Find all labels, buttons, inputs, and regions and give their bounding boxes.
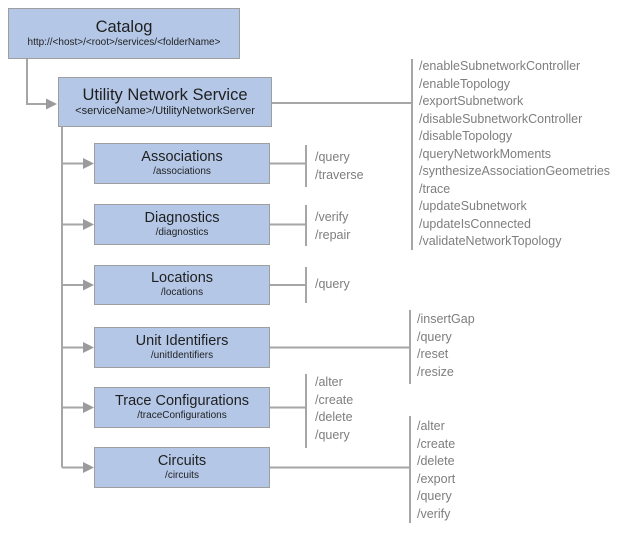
- op-item: /enableSubnetworkController: [419, 59, 581, 73]
- op-item: /enableTopology: [419, 76, 511, 91]
- node-circuits: Circuits /circuits: [94, 447, 270, 488]
- arrowhead-icon: [83, 462, 94, 473]
- op-item: /verify: [315, 210, 349, 224]
- op-item: /alter: [315, 375, 343, 389]
- node-diagnostics-title: Diagnostics: [144, 209, 220, 226]
- ops-list-circuits: /alter /create /delete /export /query /v…: [417, 418, 455, 523]
- node-associations: Associations /associations: [94, 143, 270, 184]
- node-catalog: Catalog http://<host>/<root>/services/<f…: [8, 8, 240, 59]
- op-item: /updateIsConnected: [419, 216, 531, 231]
- arrowhead-icon: [83, 158, 94, 169]
- op-item: /disableSubnetworkController: [419, 111, 583, 126]
- connector-branch-circuits: [62, 462, 94, 473]
- op-item: /validateNetworkTopology: [419, 234, 562, 248]
- connector-branch-associations: [62, 158, 94, 169]
- node-locations-title: Locations: [150, 270, 214, 287]
- node-utility-network-service: Utility Network Service <serviceName>/Ut…: [58, 77, 272, 127]
- op-item: /query: [417, 489, 452, 503]
- node-unit-identifiers-subtitle: /unitIdentifiers: [150, 349, 214, 361]
- op-item: /resize: [417, 364, 454, 379]
- node-locations: Locations /locations: [94, 265, 270, 305]
- connector-unit-identifiers-ops: [270, 310, 411, 384]
- node-circuits-title: Circuits: [157, 452, 207, 469]
- node-unit-identifiers: Unit Identifiers /unitIdentifiers: [94, 327, 270, 368]
- connector-circuits-ops: [270, 416, 411, 523]
- op-item: /disableTopology: [419, 129, 513, 143]
- op-item: /alter: [417, 419, 445, 433]
- connector-branch-diagnostics: [62, 219, 94, 230]
- op-item: /delete: [417, 454, 455, 468]
- op-item: /updateSubnetwork: [419, 199, 527, 213]
- node-catalog-subtitle: http://<host>/<root>/services/<folderNam…: [27, 36, 221, 48]
- op-item: /traverse: [315, 167, 364, 182]
- node-utility-network-service-subtitle: <serviceName>/UtilityNetworkServer: [75, 104, 255, 117]
- arrowhead-icon: [83, 402, 94, 413]
- op-item: /delete: [315, 410, 353, 424]
- op-item: /exportSubnetwork: [419, 94, 524, 108]
- op-item: /queryNetworkMoments: [419, 146, 551, 161]
- connector-trace-configurations-ops: [270, 374, 307, 448]
- ops-list-utility-network-service: /enableSubnetworkController /enableTopol…: [419, 58, 610, 251]
- arrowhead-icon: [46, 98, 57, 110]
- op-item: /repair: [315, 227, 351, 242]
- arrowhead-icon: [83, 219, 94, 230]
- connector-branch-trace-configurations: [62, 402, 94, 413]
- node-diagnostics-subtitle: /diagnostics: [155, 226, 209, 238]
- node-circuits-subtitle: /circuits: [165, 469, 199, 481]
- connector-diagnostics-ops: [270, 205, 307, 246]
- ops-list-trace-configurations: /alter /create /delete /query: [315, 374, 353, 444]
- arrowhead-icon: [83, 342, 94, 353]
- connector-associations-ops: [270, 145, 307, 187]
- ops-list-associations: /query /traverse: [315, 149, 364, 184]
- node-unit-identifiers-title: Unit Identifiers: [135, 332, 229, 349]
- connector-locations-ops: [270, 267, 307, 303]
- ops-list-diagnostics: /verify /repair: [315, 209, 350, 244]
- node-catalog-title: Catalog: [95, 17, 153, 36]
- node-associations-title: Associations: [141, 148, 223, 165]
- connector-branch-locations: [62, 279, 94, 291]
- node-trace-configurations-title: Trace Configurations: [114, 392, 250, 409]
- op-item: /query: [315, 427, 350, 442]
- op-item: /reset: [417, 347, 449, 361]
- node-trace-configurations: Trace Configurations /traceConfiguration…: [94, 387, 270, 428]
- node-diagnostics: Diagnostics /diagnostics: [94, 204, 270, 245]
- op-item: /create: [315, 392, 354, 407]
- arrowhead-icon: [83, 279, 94, 291]
- connector-branch-unit-identifiers: [62, 342, 94, 353]
- op-item: /query: [417, 329, 452, 344]
- op-item: /synthesizeAssociationGeometries: [419, 164, 611, 178]
- op-item: /query: [315, 277, 350, 291]
- op-item: /trace: [419, 181, 451, 196]
- op-item: /create: [417, 436, 456, 451]
- op-item: /export: [417, 471, 456, 486]
- ops-list-unit-identifiers: /insertGap /query /reset /resize: [417, 311, 475, 381]
- node-utility-network-service-title: Utility Network Service: [82, 85, 248, 104]
- ops-list-locations: /query: [315, 276, 350, 294]
- connector-service-ops: [272, 59, 413, 250]
- op-item: /query: [315, 150, 350, 164]
- op-item: /insertGap: [417, 312, 475, 326]
- connector-catalog-to-service: [26, 59, 57, 110]
- node-locations-subtitle: /locations: [160, 287, 204, 299]
- node-trace-configurations-subtitle: /traceConfigurations: [137, 409, 227, 421]
- op-item: /verify: [417, 506, 451, 521]
- node-associations-subtitle: /associations: [153, 165, 211, 177]
